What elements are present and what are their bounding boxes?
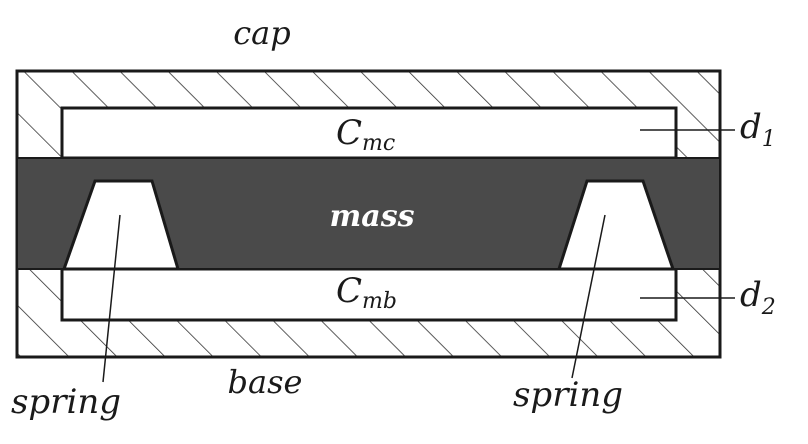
label-mass: mass [330, 199, 415, 234]
spring-left-leader [102, 214, 121, 383]
spring-right-leader [571, 214, 606, 379]
label-cmc-main: C [336, 113, 362, 153]
label-cap: cap [233, 14, 290, 52]
label-d2-sub: 2 [761, 295, 776, 320]
label-base: base [228, 363, 303, 401]
upper-cavity [60, 106, 678, 160]
label-d2-main: d [740, 275, 762, 315]
spring-right-shape [556, 179, 676, 271]
label-cmb: Cmb [336, 271, 397, 314]
label-cmb-main: C [336, 271, 362, 311]
spring-left-shape [61, 179, 181, 271]
label-cmc: Cmc [336, 113, 395, 156]
label-cmc-sub: mc [362, 131, 395, 156]
label-d2: d2 [740, 275, 776, 320]
label-d1-main: d [740, 107, 762, 147]
label-spring-right: spring [513, 375, 623, 415]
label-cmb-sub: mb [362, 289, 397, 314]
label-d1: d1 [740, 107, 776, 152]
label-d1-sub: 1 [762, 127, 776, 152]
label-spring-left: spring [11, 382, 121, 422]
